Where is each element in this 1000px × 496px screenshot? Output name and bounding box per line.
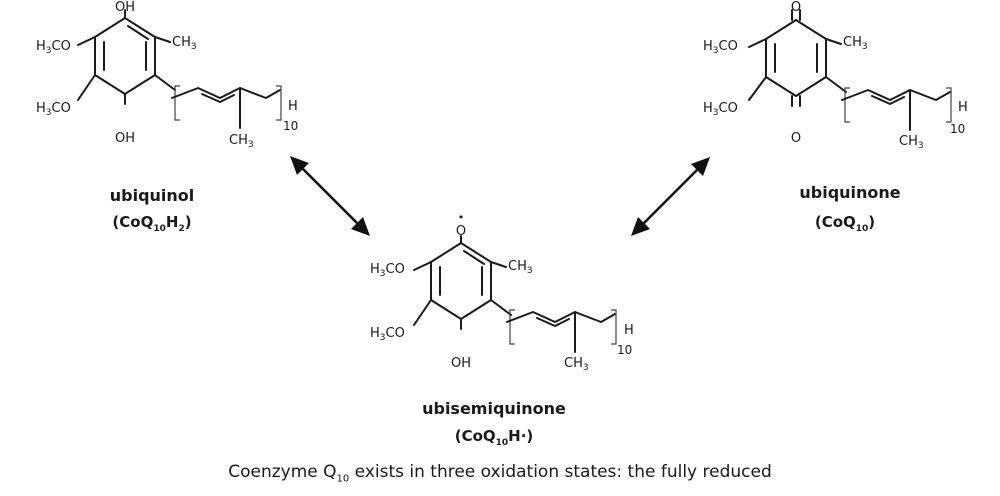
ubiquinone-side-chain bbox=[841, 87, 952, 131]
ubisemiquinone-radical-dot: • bbox=[458, 211, 465, 224]
ubiquinol-methyl: CH3 bbox=[172, 35, 197, 52]
ubiquinol-methoxy-upper: H3CO bbox=[36, 39, 71, 56]
ubiquinone-bottom-o: O bbox=[791, 131, 801, 146]
ubisemiquinone-methyl: CH3 bbox=[508, 259, 533, 276]
ubisemiquinone-repeat: 10 bbox=[617, 343, 632, 357]
ubiquinone-terminal-h: H bbox=[958, 100, 968, 115]
ubiquinone-methyl: CH3 bbox=[843, 35, 868, 52]
ubisemiquinone-bottom-oh: OH bbox=[451, 356, 471, 371]
ubiquinol-top-oh: OH bbox=[115, 0, 135, 15]
ubiquinol-repeat: 10 bbox=[283, 119, 298, 133]
ubisemiquinone-side-chain bbox=[506, 309, 617, 353]
caption: Coenzyme Q10 exists in three oxidation s… bbox=[228, 462, 772, 485]
ubisemiquinone-methoxy-upper: H3CO bbox=[370, 262, 405, 279]
ubiquinol-terminal-h: H bbox=[288, 99, 298, 114]
ubiquinone-structure: O O H3CO H3CO CH3 H 10 CH3 ubiquinone (C… bbox=[703, 0, 968, 234]
ubiquinone-methoxy-lower: H3CO bbox=[703, 101, 738, 118]
ubisemiquinone-terminal-h: H bbox=[624, 323, 634, 338]
ubiquinone-chain-methyl: CH3 bbox=[899, 134, 924, 151]
ubiquinol-formula: (CoQ10H2) bbox=[112, 213, 191, 234]
left-double-arrow bbox=[290, 156, 370, 236]
ubiquinone-ring bbox=[748, 9, 847, 107]
ubiquinol-structure: OH OH H3CO H3CO CH3 H 10 CH3 ubiquinol (… bbox=[36, 0, 298, 234]
ubiquinone-top-o: O bbox=[791, 0, 801, 15]
ubisemiquinone-chain-methyl: CH3 bbox=[564, 356, 589, 373]
ubiquinol-name: ubiquinol bbox=[110, 186, 195, 205]
right-double-arrow bbox=[631, 157, 710, 236]
ubisemiquinone-formula: (CoQ10H·) bbox=[455, 427, 534, 448]
ubiquinone-name: ubiquinone bbox=[799, 183, 900, 202]
ubisemiquinone-structure: • O OH H3CO H3CO CH3 H 10 CH3 ubisemiqui… bbox=[370, 211, 634, 448]
ubiquinol-chain-methyl: CH3 bbox=[229, 133, 254, 150]
ubisemiquinone-top-o: O bbox=[456, 224, 466, 239]
ubiquinone-methoxy-upper: H3CO bbox=[703, 39, 738, 56]
ubiquinol-side-chain bbox=[171, 85, 282, 129]
ubiquinol-ring bbox=[77, 9, 176, 105]
ubiquinol-bottom-oh: OH bbox=[115, 131, 135, 146]
ubisemiquinone-name: ubisemiquinone bbox=[422, 399, 566, 418]
ubisemiquinone-methoxy-lower: H3CO bbox=[370, 326, 405, 343]
ubiquinone-repeat: 10 bbox=[950, 122, 965, 136]
ubiquinol-methoxy-lower: H3CO bbox=[36, 101, 71, 118]
ubiquinone-formula: (CoQ10) bbox=[815, 213, 875, 234]
ubisemiquinone-ring bbox=[413, 235, 512, 330]
